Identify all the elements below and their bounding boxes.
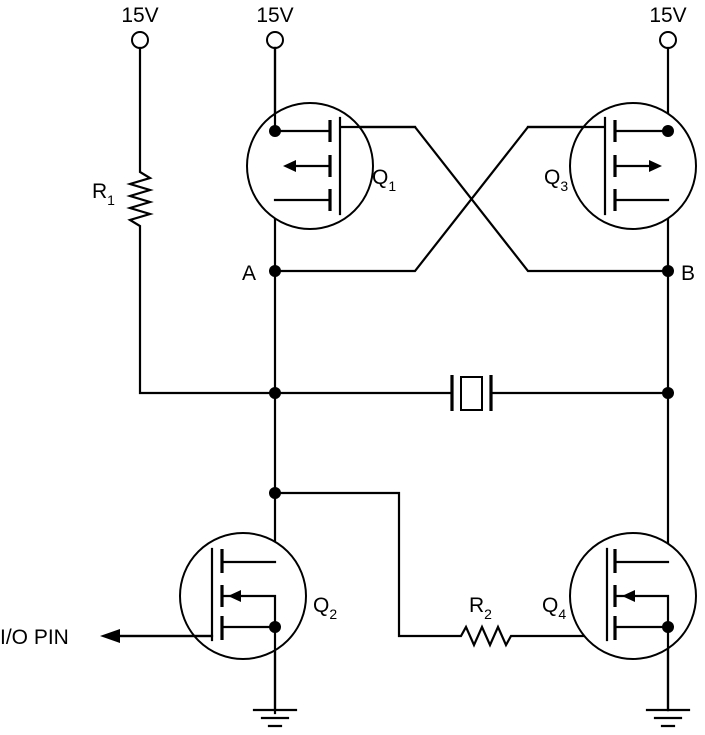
crystal (273, 375, 670, 411)
junction-dots (269, 125, 674, 633)
resistor-r2: R2 (273, 491, 609, 648)
resistor-r1-label: R1 (92, 180, 115, 208)
supply-terminal-left: 15V (121, 4, 159, 49)
svg-text:15V: 15V (256, 4, 293, 27)
transistor-q2: Q2 (108, 532, 337, 660)
transistor-q3: Q3 (526, 102, 697, 230)
io-arrow-icon (100, 629, 120, 643)
transistor-q1: Q1 (246, 46, 417, 230)
resistor-r1: R1 (92, 46, 277, 395)
node-a-label: A (242, 262, 256, 285)
svg-text:15V: 15V (649, 4, 686, 27)
transistor-q1-label: Q1 (372, 166, 396, 194)
io-pin: I/O PIN (0, 626, 214, 649)
node-a-dot (269, 265, 281, 277)
transistor-q4-label: Q4 (542, 594, 566, 622)
node-b-dot (662, 265, 674, 277)
node-b-label: B (681, 262, 695, 285)
svg-text:15V: 15V (121, 4, 158, 27)
ground-right-icon (645, 625, 691, 728)
ground-left-icon (252, 625, 298, 728)
supply-terminal-middle: 15V (256, 4, 294, 49)
io-pin-label: I/O PIN (0, 626, 69, 649)
supply-terminal-right: 15V (649, 4, 687, 49)
resistor-r2-label: R2 (469, 594, 492, 622)
transistor-q4: Q4 (542, 532, 697, 660)
transistor-q3-label: Q3 (544, 166, 568, 194)
transistor-q2-label: Q2 (313, 594, 337, 622)
